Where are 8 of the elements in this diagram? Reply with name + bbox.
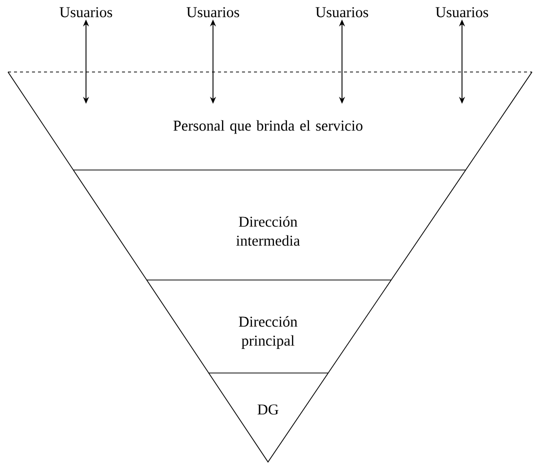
user-label: Usuarios [186,7,240,18]
user-label: Usuarios [60,7,112,18]
pyramid-band: Personal que brinda el servicio [8,72,532,170]
pyramid-band: Dirección principal [146,280,392,374]
pyramid-band: Dirección intermedia [72,170,466,280]
user-label: Usuarios [316,7,368,18]
pyramid-band: DG [208,372,329,463]
user-label: Usuarios [436,7,488,18]
